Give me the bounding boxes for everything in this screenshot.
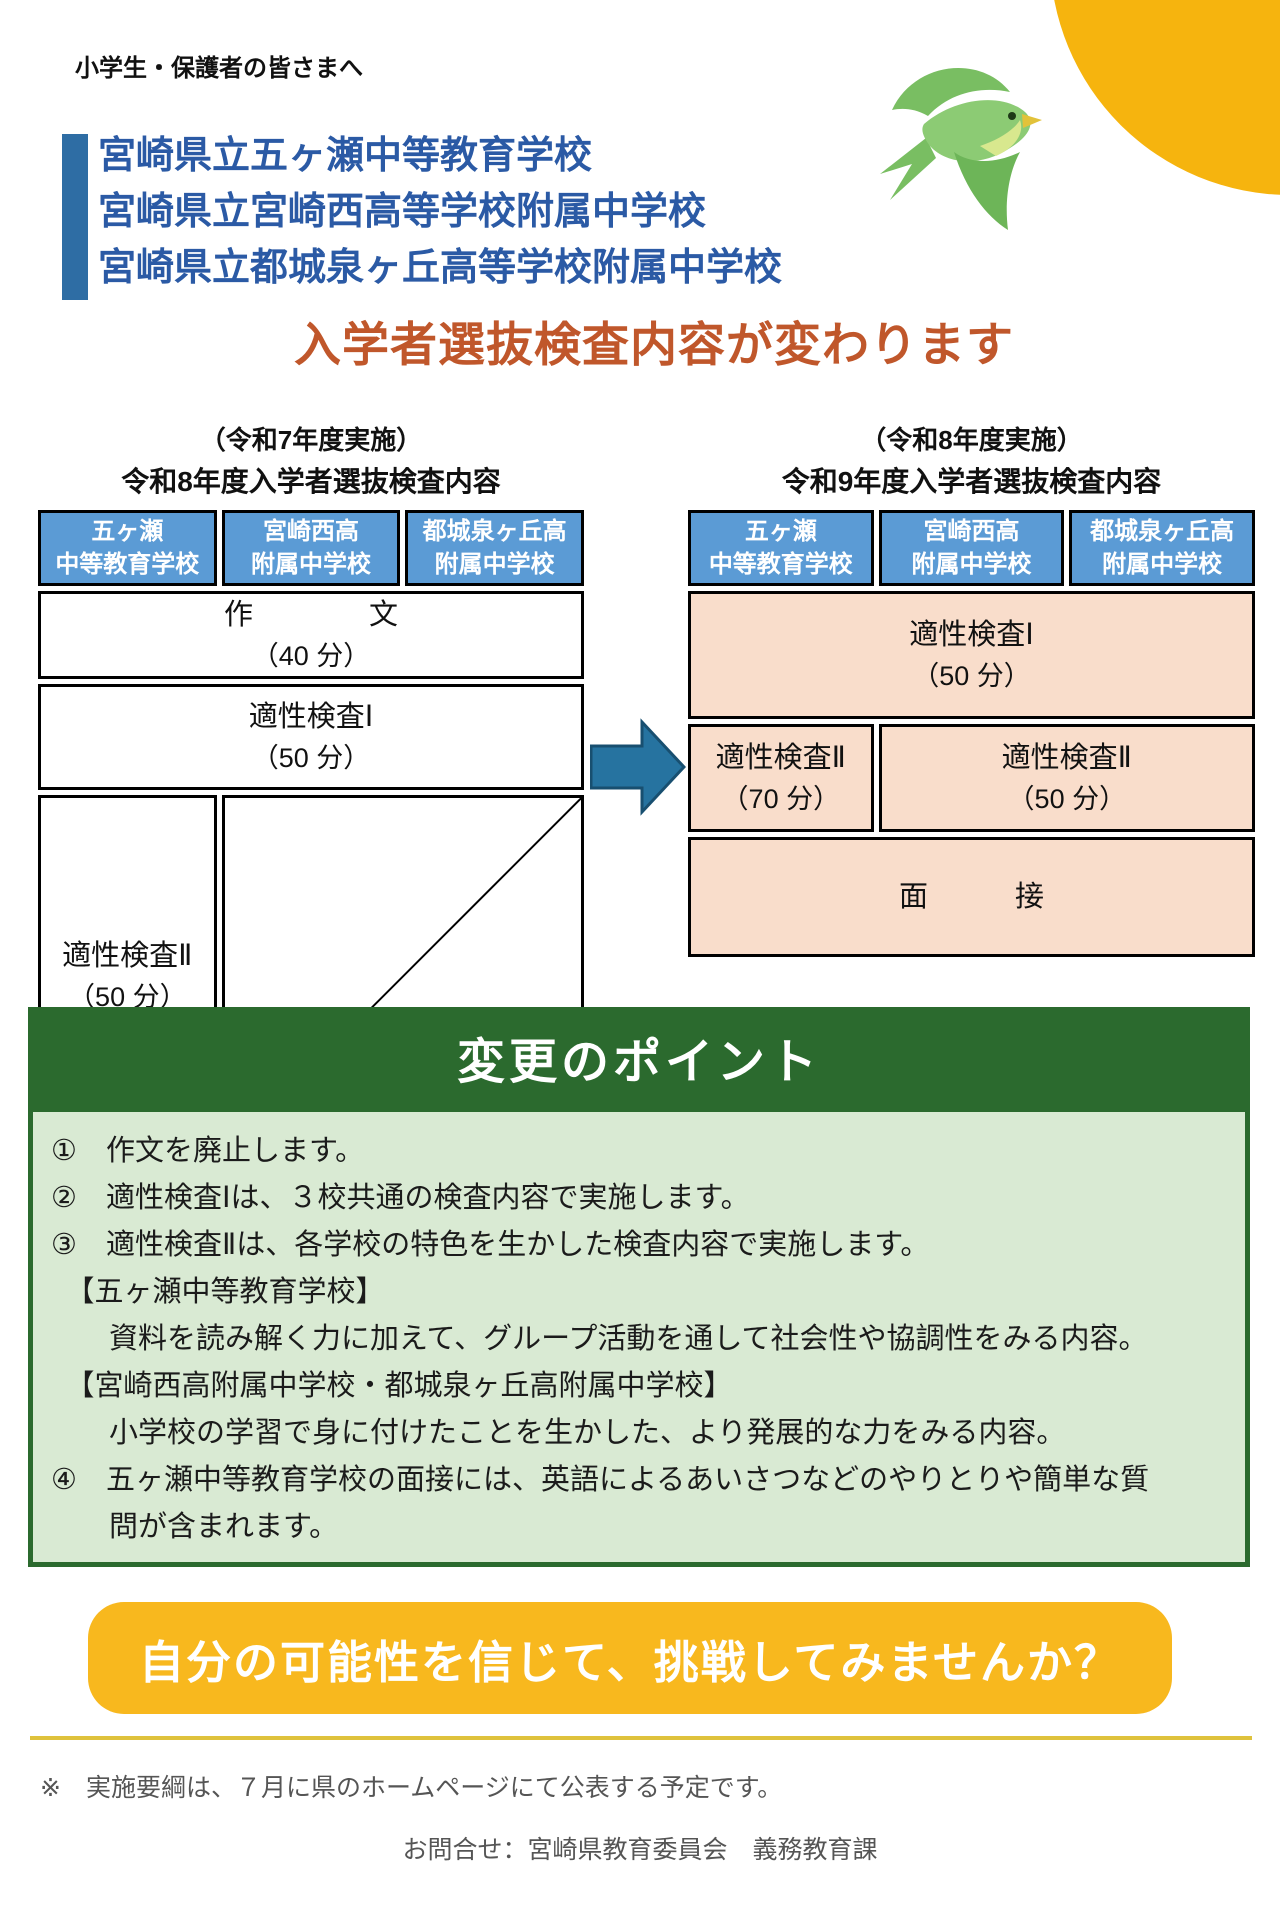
school-name-izumigaoka: 宮崎県立都城泉ヶ丘高等学校附属中学校: [98, 247, 783, 289]
current-tekisei1-time: （50 分）: [251, 743, 371, 773]
point-item-3-school-fuzoku: 【宮崎西高附属中学校・都城泉ヶ丘高附属中学校】: [51, 1370, 733, 1402]
new-row-tekisei2-fuzoku: 適性検査Ⅱ （50 分）: [878, 724, 1255, 832]
new-col-nishi: 宮崎西高 附属中学校: [878, 510, 1065, 586]
current-table-caption: 令和8年度入学者選抜検査内容: [121, 466, 501, 497]
footer-contact: お問合せ：宮崎県教育委員会 義務教育課: [402, 1836, 878, 1864]
point-item-1: ① 作文を廃止します。: [51, 1135, 365, 1167]
new-col-gokase-line2: 中等教育学校: [708, 551, 853, 578]
bird-eye: [1008, 112, 1016, 120]
school-name-gokase: 宮崎県立五ヶ瀬中等教育学校: [98, 135, 593, 177]
point-item-3-school-gokase: 【五ヶ瀬中等教育学校】: [51, 1276, 385, 1308]
new-col-nishi-line2: 附属中学校: [911, 551, 1032, 578]
new-col-izumigaoka: 都城泉ヶ丘高 附属中学校: [1069, 510, 1255, 586]
bird-beak: [1022, 114, 1042, 128]
new-tekisei1-name: 適性検査Ⅰ: [909, 619, 1034, 651]
current-col-gokase-line2: 中等教育学校: [55, 551, 200, 578]
bird-upper-wing: [892, 68, 1010, 116]
point-item-4: ④ 五ヶ瀬中等教育学校の面接には、英語によるあいさつなどのやりとりや簡単な質: [51, 1464, 1150, 1496]
points-box: ① 作文を廃止します。 ② 適性検査Ⅰは、３校共通の検査内容で実施します。 ③ …: [28, 1107, 1250, 1567]
footer-note: ※ 実施要綱は、７月に県のホームページにて公表する予定です。: [40, 1774, 783, 1802]
bird-tail: [880, 138, 936, 200]
school-name-miyazakinishi: 宮崎県立宮崎西高等学校附属中学校: [98, 191, 707, 233]
school-name-list: 宮崎県立五ヶ瀬中等教育学校 宮崎県立宮崎西高等学校附属中学校 宮崎県立都城泉ヶ丘…: [98, 128, 782, 296]
gold-divider-line: [30, 1736, 1252, 1740]
current-col-nishi-line1: 宮崎西高: [262, 518, 359, 545]
current-col-izumigaoka-line2: 附属中学校: [434, 551, 555, 578]
current-col-izumigaoka: 都城泉ヶ丘高 附属中学校: [405, 510, 584, 586]
current-col-gokase: 五ヶ瀬 中等教育学校: [38, 510, 217, 586]
new-row-tekisei1: 適性検査Ⅰ （50 分）: [688, 591, 1255, 719]
sakubun-name: 作 文: [223, 599, 398, 631]
new-table-year-note: （令和8年度実施）: [860, 425, 1083, 455]
blue-accent-bar: [62, 134, 88, 300]
current-row-tekisei1: 適性検査Ⅰ （50 分）: [38, 684, 584, 790]
current-row-sakubun: 作 文 （40 分）: [38, 591, 584, 679]
new-mensetsu-name: 面 接: [898, 881, 1044, 913]
bird-icon: [880, 68, 1042, 230]
new-col-izumigaoka-line2: 附属中学校: [1102, 551, 1223, 578]
bird-lower-wing: [954, 152, 1020, 230]
point-item-3: ③ 適性検査Ⅱは、各学校の特色を生かした検査内容で実施します。: [51, 1229, 930, 1261]
current-col-gokase-line1: 五ヶ瀬: [91, 518, 164, 545]
challenge-banner: 自分の可能性を信じて、挑戦してみませんか？: [88, 1602, 1172, 1714]
new-tekisei1-time: （50 分）: [912, 661, 1031, 691]
new-tekisei2-gokase-name: 適性検査Ⅱ: [715, 742, 846, 774]
change-arrow-icon: [590, 718, 686, 816]
new-tekisei2-fuzoku-time: （50 分）: [1007, 784, 1127, 814]
new-col-gokase-line1: 五ヶ瀬: [744, 518, 817, 545]
new-col-gokase: 五ヶ瀬 中等教育学校: [688, 510, 874, 586]
current-col-izumigaoka-line1: 都城泉ヶ丘高: [422, 518, 567, 545]
points-header: 変更のポイント: [28, 1007, 1250, 1107]
new-tekisei2-gokase-time: （70 分）: [721, 784, 841, 814]
current-tekisei1-name: 適性検査Ⅰ: [248, 701, 374, 733]
current-table-year-note: （令和7年度実施）: [199, 425, 423, 455]
current-col-nishi-line2: 附属中学校: [250, 551, 371, 578]
point-item-4-continued: 問が含まれます。: [51, 1511, 339, 1543]
yellow-circle-decoration: [1050, 0, 1280, 195]
new-col-nishi-line1: 宮崎西高: [923, 518, 1020, 545]
point-item-2: ② 適性検査Ⅰは、３校共通の検査内容で実施します。: [51, 1182, 750, 1214]
new-row-tekisei2-gokase: 適性検査Ⅱ （70 分）: [688, 724, 874, 832]
current-tekisei2-name: 適性検査Ⅱ: [62, 940, 193, 973]
current-col-nishi: 宮崎西高 附属中学校: [221, 510, 401, 586]
new-table-caption: 令和9年度入学者選抜検査内容: [781, 466, 1162, 497]
new-tekisei2-fuzoku-name: 適性検査Ⅱ: [1001, 742, 1132, 774]
point-item-3-gokase-detail: 資料を読み解く力に加えて、グループ活動を通して社会性や協調性をみる内容。: [51, 1323, 1148, 1355]
main-title: 入学者選抜検査内容が変わります: [294, 318, 1014, 371]
new-selection-table: 五ヶ瀬 中等教育学校 宮崎西高 附属中学校 都城泉ヶ丘高 附属中学校 適性検査Ⅰ…: [683, 505, 1260, 962]
new-col-izumigaoka-line1: 都城泉ヶ丘高: [1090, 518, 1235, 545]
new-row-mensetsu: 面 接: [688, 837, 1255, 957]
point-item-3-fuzoku-detail: 小学校の学習で身に付けたことを生かした、より発展的な力をみる内容。: [51, 1417, 1066, 1449]
sakubun-time: （40 分）: [251, 641, 371, 671]
audience-note: 小学生・保護者の皆さまへ: [75, 55, 363, 82]
bird-belly-highlight: [980, 120, 1022, 156]
